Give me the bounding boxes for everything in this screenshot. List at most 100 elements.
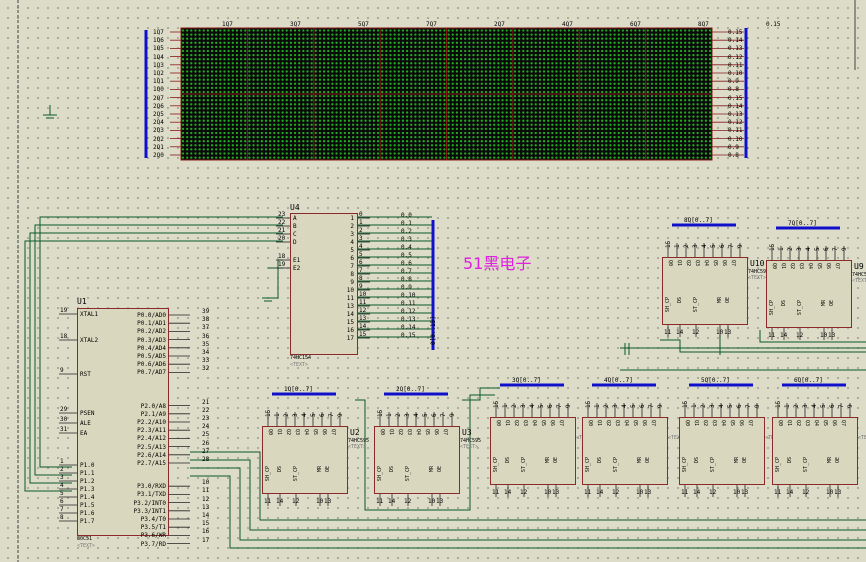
led-dot bbox=[360, 115, 363, 118]
led-dot bbox=[302, 45, 305, 49]
u1-pin-number: 19 bbox=[60, 307, 68, 314]
led-dot bbox=[376, 78, 380, 81]
led-dot bbox=[331, 107, 334, 110]
shift-register-chip[interactable] bbox=[582, 417, 668, 485]
led-dot bbox=[360, 49, 363, 53]
led-dot bbox=[347, 58, 351, 61]
u1-chip[interactable] bbox=[77, 308, 169, 536]
led-dot bbox=[654, 140, 658, 143]
led-dot bbox=[215, 37, 218, 40]
led-dot bbox=[269, 156, 272, 159]
shift-register-chip[interactable] bbox=[662, 257, 748, 325]
led-dot bbox=[389, 144, 392, 147]
led-dot bbox=[522, 152, 525, 155]
u4-pin-name: E1 bbox=[293, 257, 301, 264]
led-dot bbox=[671, 111, 674, 114]
led-dot bbox=[621, 70, 625, 73]
led-dot bbox=[397, 58, 400, 61]
led-dot bbox=[372, 78, 376, 81]
led-dot bbox=[422, 29, 425, 32]
led-dot bbox=[534, 156, 537, 159]
u1-pin-name: P0.1/AD1 bbox=[137, 320, 166, 328]
led-dot bbox=[700, 99, 703, 102]
led-dot bbox=[422, 107, 425, 110]
led-dot bbox=[617, 70, 620, 73]
led-dot bbox=[385, 135, 388, 139]
led-dot bbox=[588, 99, 591, 102]
led-dot bbox=[567, 49, 571, 53]
led-dot bbox=[571, 90, 575, 94]
led-dot bbox=[654, 99, 658, 102]
led-dot bbox=[410, 119, 413, 122]
u4-chip[interactable] bbox=[290, 213, 358, 355]
shift-register-chip[interactable] bbox=[262, 426, 348, 494]
shift-register-chip[interactable] bbox=[772, 417, 858, 485]
led-dot bbox=[501, 49, 504, 53]
sr-pin-name: OE bbox=[725, 297, 731, 304]
led-dot bbox=[530, 123, 533, 126]
led-dot bbox=[293, 45, 297, 49]
led-dot bbox=[202, 49, 205, 53]
sr-pin-number: 11 bbox=[774, 489, 782, 496]
led-dot bbox=[659, 99, 662, 102]
led-dot bbox=[385, 33, 388, 36]
led-dot bbox=[181, 58, 185, 61]
led-dot bbox=[372, 49, 376, 53]
led-dot bbox=[385, 123, 388, 126]
led-dot bbox=[451, 156, 454, 159]
u1-pin-number: 16 bbox=[202, 528, 210, 536]
led-dot bbox=[231, 111, 234, 114]
sr-pin-number: 6 bbox=[736, 404, 743, 408]
led-dot bbox=[356, 45, 359, 49]
led-dot bbox=[352, 115, 355, 118]
u4-pin-name: 8 bbox=[350, 271, 354, 278]
led-dot bbox=[513, 140, 517, 143]
led-dot bbox=[609, 111, 612, 114]
led-dot bbox=[289, 156, 293, 159]
led-dot bbox=[397, 131, 400, 135]
sr-pin-number: 11 bbox=[664, 329, 672, 336]
led-dot bbox=[601, 82, 604, 85]
led-dot bbox=[472, 53, 475, 57]
led-dot bbox=[181, 127, 185, 131]
shift-register-chip[interactable] bbox=[490, 417, 576, 485]
led-dot bbox=[273, 70, 276, 73]
led-dot bbox=[376, 49, 380, 53]
u4-pin-number: 19 bbox=[278, 261, 286, 268]
led-dot bbox=[609, 119, 612, 122]
led-dot bbox=[667, 74, 670, 77]
led-dot bbox=[260, 144, 263, 147]
led-dot bbox=[443, 86, 446, 90]
led-dot bbox=[455, 74, 459, 77]
led-dot bbox=[526, 33, 529, 36]
sr-pin-name: Q0 bbox=[267, 429, 273, 436]
led-dot bbox=[215, 103, 218, 106]
led-dot bbox=[464, 148, 467, 151]
led-dot bbox=[538, 90, 542, 94]
led-dot bbox=[621, 90, 625, 94]
led-dot bbox=[654, 62, 658, 65]
led-dot bbox=[306, 45, 309, 49]
led-dot bbox=[547, 127, 550, 131]
led-dot bbox=[609, 78, 612, 81]
shift-register-chip[interactable] bbox=[374, 426, 460, 494]
led-dot bbox=[397, 99, 400, 102]
led-dot bbox=[190, 90, 193, 94]
led-dot bbox=[609, 103, 612, 106]
led-dot bbox=[663, 86, 666, 90]
led-dot bbox=[302, 29, 305, 32]
shift-register-chip[interactable] bbox=[766, 260, 852, 328]
led-dot bbox=[522, 111, 525, 114]
led-dot bbox=[418, 33, 421, 36]
led-dot bbox=[210, 41, 214, 44]
shift-register-chip[interactable] bbox=[679, 417, 765, 485]
led-dot bbox=[630, 78, 633, 81]
led-dot bbox=[426, 119, 429, 122]
led-dot bbox=[634, 66, 637, 69]
led-dot bbox=[518, 107, 521, 110]
led-dot bbox=[248, 90, 251, 94]
led-dot bbox=[596, 119, 600, 122]
led-dot bbox=[414, 103, 417, 106]
